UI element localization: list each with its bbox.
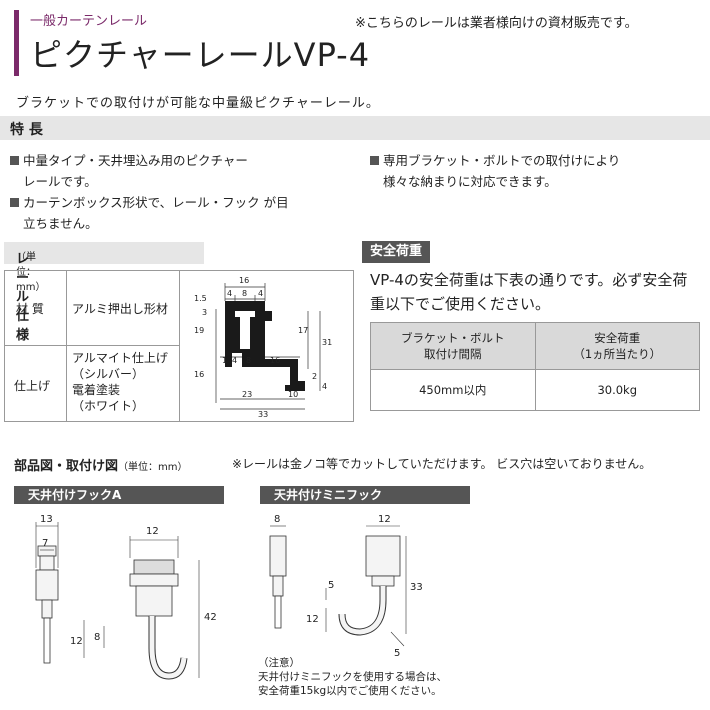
- svg-text:16: 16: [194, 370, 204, 379]
- svg-text:13: 13: [40, 514, 53, 525]
- svg-text:1.5: 1.5: [194, 294, 207, 303]
- row-divider: [4, 345, 179, 346]
- page-subtitle: ブラケットでの取付けが可能な中量級ピクチャーレール。: [16, 96, 380, 111]
- feature-item-cont: 立ちません。: [23, 216, 98, 231]
- safe-load-heading: 安全荷重: [362, 241, 431, 263]
- svg-text:5: 5: [328, 580, 334, 591]
- svg-text:17: 17: [298, 326, 308, 335]
- svg-text:42: 42: [204, 612, 217, 623]
- rail-spec-header: レール仕様（単位：mm）: [4, 242, 204, 343]
- col-divider: [66, 270, 67, 421]
- svg-text:23: 23: [242, 390, 252, 399]
- trade-notice: ※こちらのレールは業者様向けの資材販売です。: [355, 16, 638, 31]
- bullet-square-icon: [10, 198, 19, 207]
- caution-note: （注意） 天井付けミニフックを使用する場合は、 安全荷重15kg以内でご使用くだ…: [258, 657, 447, 697]
- spec-value-finish: アルマイト仕上げ （シルバー） 電着塗装 （ホワイト）: [72, 351, 168, 413]
- safe-load-table: ブラケット・ボルト取付け間隔 安全荷重（1ヵ所当たり） 450mm以内 30.0…: [370, 322, 700, 411]
- svg-text:7: 7: [42, 538, 48, 549]
- features-heading: 特 長: [10, 122, 43, 138]
- table-cell-load: 30.0kg: [534, 369, 700, 411]
- svg-text:12: 12: [146, 526, 159, 537]
- svg-text:8: 8: [94, 632, 100, 643]
- svg-text:4: 4: [322, 382, 327, 391]
- svg-text:8: 8: [246, 356, 251, 365]
- svg-text:33: 33: [410, 582, 423, 593]
- svg-text:3: 3: [202, 308, 207, 317]
- table-cell-interval: 450mm以内: [370, 369, 536, 411]
- table-header-load: 安全荷重（1ヵ所当たり）: [534, 322, 700, 370]
- col-divider: [179, 270, 180, 421]
- svg-text:12: 12: [378, 514, 391, 525]
- svg-text:12: 12: [70, 636, 83, 647]
- feature-list-left: 中量タイプ・天井埋込み用のピクチャー レールです。 カーテンボックス形状で、レー…: [10, 150, 350, 234]
- bullet-square-icon: [370, 156, 379, 165]
- feature-item: 専用ブラケット・ボルトでの取付けにより: [370, 150, 700, 171]
- safe-load-text: VP-4の安全荷重は下表の通りです。必ず安全荷重以下でご使用ください。: [370, 271, 688, 313]
- svg-text:8: 8: [242, 289, 247, 298]
- accent-bar: [14, 10, 19, 76]
- features-header: 特 長: [0, 116, 710, 140]
- dim-top-width: 16: [239, 276, 249, 285]
- feature-item-cont: 様々な納まりに対応できます。: [383, 174, 557, 189]
- svg-text:5: 5: [394, 648, 400, 658]
- feature-item: カーテンボックス形状で、レール・フック が目: [10, 192, 350, 213]
- page-title: ピクチャーレールVP-4: [30, 36, 371, 74]
- svg-text:8: 8: [274, 514, 280, 525]
- svg-text:16: 16: [270, 356, 280, 365]
- svg-text:10: 10: [288, 390, 298, 399]
- spec-label-material: 材 質: [16, 302, 44, 316]
- svg-text:12: 12: [306, 614, 319, 625]
- feature-item: 中量タイプ・天井埋込み用のピクチャー: [10, 150, 350, 171]
- spec-label-finish: 仕上げ: [14, 379, 51, 393]
- parts-title: 部品図・取付け図（単位：mm）: [14, 459, 188, 474]
- parts-note: ※レールは金ノコ等でカットしていただけます。 ビス穴は空いておりません。: [232, 457, 652, 471]
- svg-text:31: 31: [322, 338, 332, 347]
- bullet-square-icon: [10, 156, 19, 165]
- table-header-interval: ブラケット・ボルト取付け間隔: [370, 322, 536, 370]
- svg-text:19: 19: [194, 326, 204, 335]
- spec-value-material: アルミ押出し形材: [72, 302, 168, 316]
- svg-text:2: 2: [312, 372, 317, 381]
- svg-text:33: 33: [258, 410, 268, 419]
- svg-text:4: 4: [232, 356, 237, 365]
- hook-a-diagram: 13 7 12 42 12 8: [35, 514, 217, 680]
- rail-cross-section-diagram: 16 4 8 4 1.5 3 19 16 1 4 8 16 17 31 2 4 …: [194, 276, 332, 419]
- feature-item-cont: レールです。: [23, 174, 97, 189]
- svg-text:1: 1: [222, 356, 227, 365]
- mini-hook-label: 天井付けミニフック: [260, 486, 470, 504]
- feature-list-right: 専用ブラケット・ボルトでの取付けにより 様々な納まりに対応できます。: [370, 150, 700, 192]
- mini-hook-diagram: 8 12 33 5 12 5: [269, 514, 423, 658]
- svg-text:4: 4: [227, 289, 232, 298]
- svg-text:4: 4: [258, 289, 263, 298]
- category-label: 一般カーテンレール: [30, 14, 148, 29]
- hook-a-label: 天井付けフックA: [14, 486, 224, 504]
